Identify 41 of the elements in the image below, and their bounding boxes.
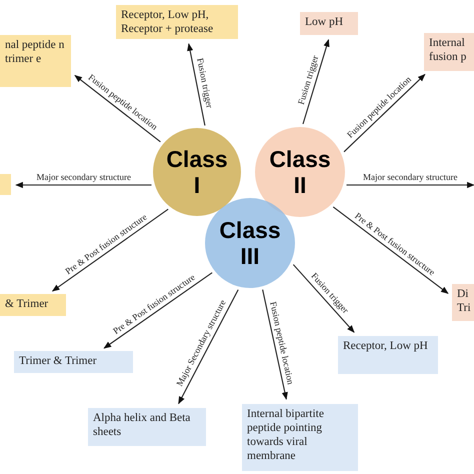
arrow (74, 75, 161, 142)
info-box (14, 351, 133, 373)
info-box (0, 294, 66, 316)
info-box (116, 5, 238, 39)
arrow (262, 290, 288, 400)
arrow (52, 208, 168, 292)
info-box (338, 336, 438, 374)
box-text: Di Tri (457, 287, 469, 315)
arrow (187, 43, 206, 126)
arrow (344, 74, 426, 152)
arrow (302, 39, 330, 124)
empty-box (0, 174, 11, 195)
edge-label: Fusion trigger (194, 57, 214, 109)
class-label: Class III (218, 217, 282, 269)
arrow (346, 182, 474, 188)
box-text: Receptor, Low pH, Receptor + protease (121, 8, 214, 36)
box-text: Alpha helix and Beta sheets (93, 411, 192, 439)
info-box (242, 404, 358, 471)
arrow (178, 290, 239, 404)
box-text: Internal bipartite peptide pointing towards viral membrane (247, 407, 325, 463)
edge-label: Fusion trigger (296, 54, 320, 106)
class-label: Class I (165, 146, 229, 198)
box-text: Internal fusion p (429, 36, 468, 64)
info-box (424, 33, 474, 71)
edge-label: Major secondary structure (363, 172, 458, 182)
info-box (88, 408, 206, 446)
edge-label: Fusion peptide location (268, 300, 296, 386)
class-label: Class II (268, 146, 332, 198)
info-box (0, 35, 71, 87)
box-text: Low pH (305, 15, 344, 29)
box-text: Trimer & Trimer (19, 354, 98, 368)
arrow (292, 264, 355, 333)
info-box (452, 284, 474, 321)
box-text: & Trimer (5, 297, 50, 311)
edge-label: Major secondary structure (36, 172, 131, 182)
arrow (104, 272, 212, 349)
arrow (332, 206, 449, 294)
arrow (15, 182, 152, 188)
box-text: Receptor, Low pH (343, 339, 429, 353)
box-text: nal peptide n trimer e (5, 38, 66, 66)
info-box (300, 12, 358, 35)
